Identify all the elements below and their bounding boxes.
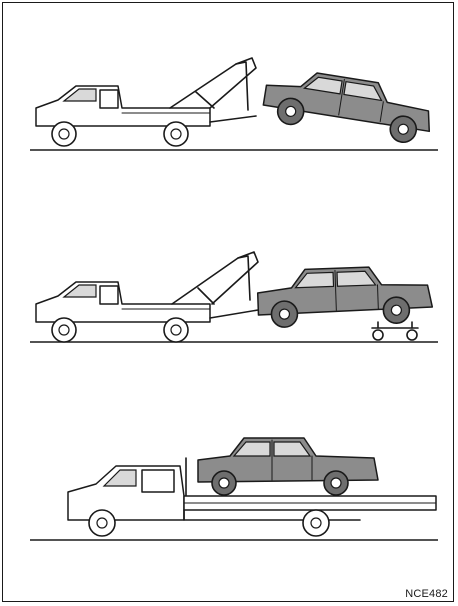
towed-pickup-rear-wheel: [383, 297, 410, 324]
towed-pickup-front-wheel: [271, 301, 298, 328]
tow-truck: [36, 58, 256, 146]
tow-truck-rear-wheel: [164, 122, 188, 146]
tow-truck-front-wheel: [52, 122, 76, 146]
tow-truck-front-wheel: [52, 318, 76, 342]
flatbed-front-wheel: [89, 510, 115, 536]
loaded-pickup-front-wheel: [212, 471, 236, 495]
towed-pickup: [261, 66, 436, 147]
tow-truck-rear-wheel: [164, 318, 188, 342]
panel-wheel-lift-dollies: [30, 252, 438, 342]
panel-flatbed: [30, 438, 438, 540]
wheel-dolly: [372, 322, 418, 340]
panel-wheel-lift-front: [30, 58, 438, 150]
figure-code: NCE482: [405, 588, 448, 600]
tow-truck: [36, 252, 258, 342]
loaded-pickup-rear-wheel: [324, 471, 348, 495]
towed-pickup: [257, 265, 433, 328]
loaded-pickup: [198, 438, 378, 495]
flatbed-rear-wheel: [303, 510, 329, 536]
